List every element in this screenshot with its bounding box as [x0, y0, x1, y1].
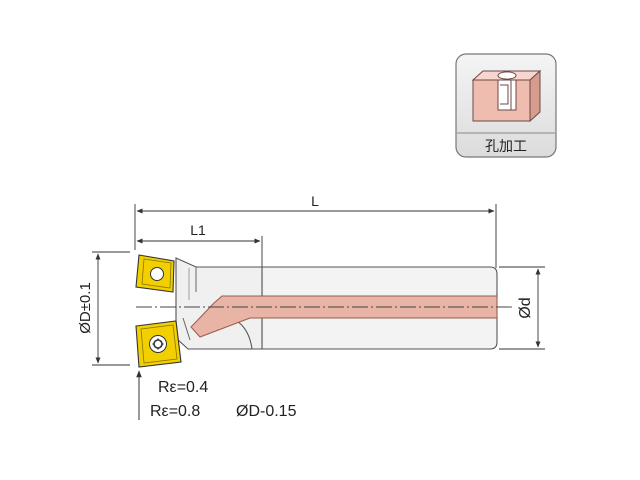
corner-radius-callout: Rε=0.4 Rε=0.8 ØD-0.15: [136, 370, 297, 420]
cutting-diameter-label: ØD±0.1: [77, 282, 94, 334]
insert-screw-icon: [149, 335, 167, 353]
upper-insert: [135, 254, 175, 293]
tool-body: [136, 257, 512, 350]
cutting-diameter-dimension: ØD±0.1: [77, 251, 130, 366]
shank-diameter-label: Ød: [517, 297, 534, 318]
lower-insert: [135, 320, 182, 368]
badge-label: 孔加工: [485, 138, 527, 154]
overall-length-label: L: [311, 193, 319, 209]
corner-radius-note-b: Rε=0.8: [150, 403, 200, 420]
coolant-channel: [190, 295, 498, 338]
head-length-dimension: L1: [136, 222, 263, 268]
head-length-label: L1: [190, 222, 206, 238]
shank-diameter-dimension: Ød: [499, 266, 545, 350]
hole-block-icon: [471, 69, 542, 123]
overall-length-dimension: L: [134, 193, 497, 268]
corner-radius-note-a: Rε=0.4: [158, 379, 208, 396]
diameter-adjustment-note: ØD-0.15: [236, 403, 297, 420]
hole-machining-badge: 孔加工: [455, 53, 557, 158]
